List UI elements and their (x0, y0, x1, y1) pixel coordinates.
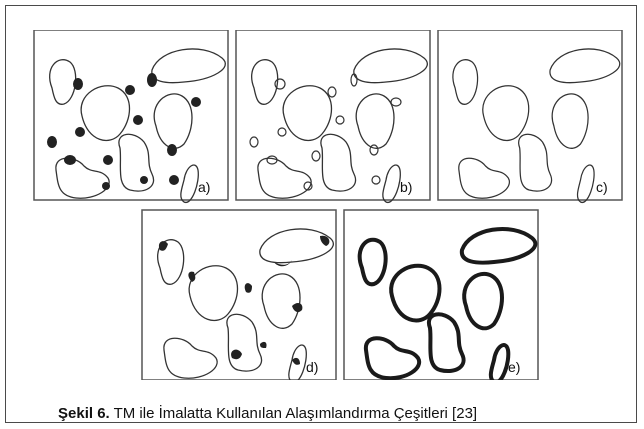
panel-e-label: e) (508, 359, 520, 375)
panel-e: e) (344, 210, 538, 380)
figure-frame: a) b) (5, 5, 637, 423)
panel-c: c) (438, 30, 622, 202)
caption-title: Şekil 6. (58, 405, 110, 422)
panel-b: b) (236, 30, 430, 202)
panel-b-label: b) (400, 179, 412, 195)
panel-d: d) (142, 210, 336, 380)
panel-a-label: a) (198, 179, 210, 195)
panel-c-label: c) (596, 179, 608, 195)
alloying-figure: a) b) (24, 30, 624, 380)
figure-caption: Şekil 6. TM ile İmalatta Kullanılan Alaş… (58, 405, 477, 422)
panel-d-label: d) (306, 359, 318, 375)
caption-text: TM ile İmalatta Kullanılan Alaşımlandırm… (110, 405, 477, 422)
panel-a: a) (34, 30, 228, 202)
